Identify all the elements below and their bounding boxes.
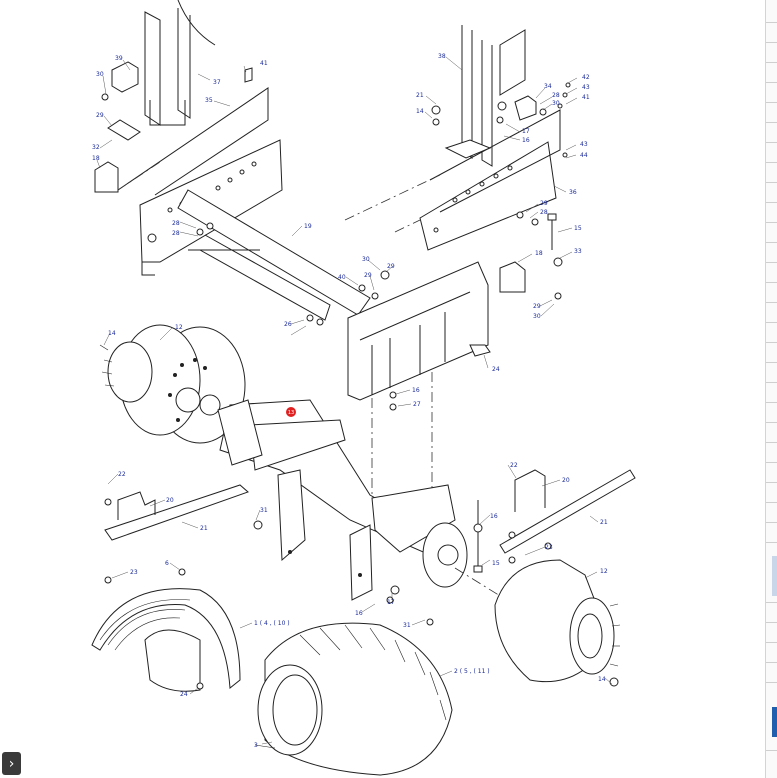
callout-20: 20 xyxy=(562,477,570,484)
callout-12: 12 xyxy=(600,568,608,575)
callout-29: 29 xyxy=(96,112,104,119)
callout-29: 29 xyxy=(540,200,548,207)
callout-40: 40 xyxy=(338,274,346,281)
callout-30: 30 xyxy=(96,71,104,78)
callout-30: 30 xyxy=(552,100,560,107)
callout-3: 3 xyxy=(254,742,258,749)
callout-26: 26 xyxy=(284,321,292,328)
callout-32: 32 xyxy=(92,144,100,151)
callout-33: 33 xyxy=(574,248,582,255)
callout-24: 24 xyxy=(180,691,188,698)
upper-left-frame xyxy=(94,0,283,276)
axle-beam xyxy=(217,399,468,601)
right-wheel-hub xyxy=(494,559,621,687)
callout-29: 29 xyxy=(364,272,372,279)
callout-17: 17 xyxy=(522,128,530,135)
callout-31: 31 xyxy=(403,622,411,629)
callout-29: 29 xyxy=(533,303,541,310)
callout-31: 31 xyxy=(260,507,268,514)
callout-28: 28 xyxy=(172,220,180,227)
cross-tube xyxy=(177,189,371,321)
callout-15: 15 xyxy=(492,560,500,567)
callout-30: 30 xyxy=(533,313,541,320)
callout-15: 15 xyxy=(574,225,582,232)
callout-16: 16 xyxy=(522,137,530,144)
callout-36: 36 xyxy=(569,189,577,196)
callout-23: 23 xyxy=(545,544,553,551)
upper-right-frame xyxy=(344,25,561,293)
callout-28: 28 xyxy=(172,230,180,237)
callout-21: 21 xyxy=(600,519,608,526)
callout-39: 39 xyxy=(115,55,123,62)
callout-18: 18 xyxy=(535,250,543,257)
callout-29: 29 xyxy=(387,263,395,270)
callout-28: 28 xyxy=(552,92,560,99)
callout-14: 14 xyxy=(416,108,424,115)
callout-41: 41 xyxy=(582,94,590,101)
callout-30: 30 xyxy=(362,256,370,263)
highlight-badge-label: 13 xyxy=(288,410,294,416)
right-side-rail xyxy=(765,0,777,778)
callout-28: 28 xyxy=(540,209,548,216)
callout-14: 14 xyxy=(598,676,606,683)
callout-43: 43 xyxy=(582,84,590,91)
callout-16: 16 xyxy=(490,513,498,520)
fasteners xyxy=(104,82,571,626)
callout-20: 20 xyxy=(166,497,174,504)
tyre-and-rim xyxy=(254,622,453,776)
chevron-right-icon: › xyxy=(8,755,15,772)
callout-35: 35 xyxy=(205,97,213,104)
callout-labels: 39 37 41 30 35 29 32 18 38 42 43 41 34 2… xyxy=(92,53,608,749)
rail-list-item-hover[interactable] xyxy=(772,556,777,596)
callout-34: 34 xyxy=(544,83,552,90)
callout-19: 19 xyxy=(304,223,312,230)
rail-list-item-selected[interactable] xyxy=(772,707,777,737)
callout-42: 42 xyxy=(582,74,590,81)
callout-21: 21 xyxy=(416,92,424,99)
left-wheel-hub xyxy=(99,324,246,444)
highlight-badge[interactable]: 13 xyxy=(286,407,296,417)
callout-23: 23 xyxy=(130,569,138,576)
center-channel-bracket xyxy=(347,261,491,530)
callout-16: 16 xyxy=(412,387,420,394)
callout-22: 22 xyxy=(118,471,126,478)
callout-44: 44 xyxy=(580,152,588,159)
callout-41: 41 xyxy=(260,60,268,67)
expand-panel-button[interactable]: › xyxy=(2,752,21,775)
callout-17: 17 xyxy=(387,599,395,606)
callout-12: 12 xyxy=(175,324,183,331)
mounting-straps xyxy=(104,469,636,603)
callout-1: 1 ( 4 , ( 10 ) xyxy=(254,620,290,627)
callout-24: 24 xyxy=(492,366,500,373)
fender xyxy=(91,588,241,692)
callout-16: 16 xyxy=(355,610,363,617)
callout-43: 43 xyxy=(580,141,588,148)
callout-6: 6 xyxy=(165,560,169,567)
callout-14: 14 xyxy=(108,330,116,337)
callout-18: 18 xyxy=(92,155,100,162)
callout-37: 37 xyxy=(213,79,221,86)
callout-38: 38 xyxy=(438,53,446,60)
callout-21: 21 xyxy=(200,525,208,532)
callout-2: 2 ( 5 , ( 11 ) xyxy=(454,668,490,675)
callout-27: 27 xyxy=(413,401,421,408)
leader-lines xyxy=(96,56,613,745)
callout-22: 22 xyxy=(510,462,518,469)
